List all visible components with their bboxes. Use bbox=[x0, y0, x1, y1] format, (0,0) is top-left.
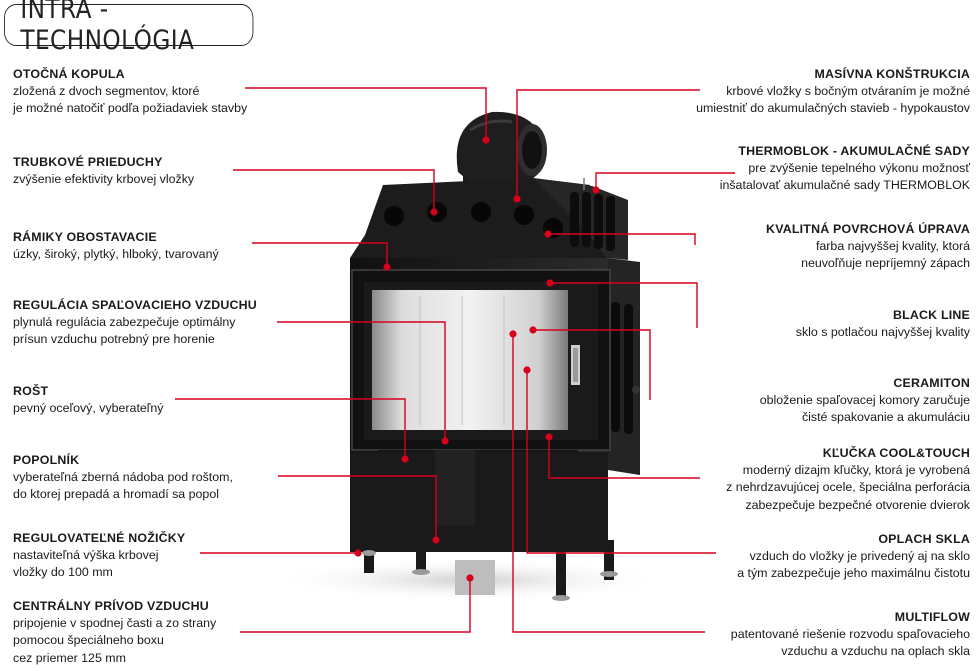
legs bbox=[362, 540, 618, 601]
feature-title: REGULOVATEĽNÉ NOŽIČKY bbox=[13, 531, 186, 545]
ashtray bbox=[435, 450, 475, 525]
feature-blackline: BLACK LINE sklo s potlačou najvyššej kva… bbox=[796, 307, 970, 341]
feature-title: POPOLNÍK bbox=[13, 453, 80, 467]
handle bbox=[571, 345, 580, 385]
feature-desc: patentované riešenie rozvodu spaľovacieh… bbox=[730, 627, 970, 642]
feature-title: RÁMIKY OBOSTAVACIE bbox=[13, 230, 157, 244]
feature-desc: je možné natočiť podľa požiadaviek stavb… bbox=[13, 101, 248, 116]
feature-desc: čisté spakovanie a akumuláciu bbox=[801, 410, 970, 425]
feature-regulacia: REGULÁCIA SPAĽOVACIEHO VZDUCHU plynulá r… bbox=[13, 297, 257, 349]
lower-body bbox=[350, 452, 608, 552]
feature-desc: vyberateľná zberná nádoba pod roštom, bbox=[13, 470, 233, 485]
feature-ramiky-obostavacie: RÁMIKY OBOSTAVACIE úzky, široký, plytký,… bbox=[13, 229, 219, 263]
feature-title: TRUBKOVÉ PRIEDUCHY bbox=[13, 155, 163, 169]
feature-desc: obloženie spaľovacej komory zaručuje bbox=[759, 393, 970, 408]
leader-dots bbox=[354, 136, 600, 582]
feature-otocna-kopula: OTOČNÁ KOPULA zložená z dvoch segmentov,… bbox=[13, 66, 247, 118]
feature-desc: zložená z dvoch segmentov, ktoré bbox=[13, 84, 200, 99]
feature-title: CERAMITON bbox=[893, 376, 970, 390]
feature-desc: vzduchu a vzduchu na oplach skla bbox=[781, 644, 970, 659]
feature-title: THERMOBLOK - AKUMULAČNÉ SADY bbox=[738, 144, 970, 158]
leader-lines bbox=[175, 87, 735, 633]
feature-title: REGULÁCIA SPAĽOVACIEHO VZDUCHU bbox=[13, 298, 257, 312]
feature-title: KĽUČKA COOL&TOUCH bbox=[822, 446, 970, 460]
central-air-duct bbox=[455, 560, 495, 595]
feature-klucka: KĽUČKA COOL&TOUCH moderný dizajm kľučky,… bbox=[726, 445, 970, 514]
feature-povrchova: KVALITNÁ POVRCHOVÁ ÚPRAVA farba najvyšše… bbox=[766, 221, 970, 273]
feature-title: ROŠT bbox=[13, 384, 49, 398]
thermoblok-fins bbox=[570, 178, 615, 251]
feature-desc: neuvoľňuje nepríjemný zápach bbox=[801, 256, 970, 271]
convection-holes bbox=[384, 202, 563, 238]
feature-desc: zvýšenie efektivity krbovej vložky bbox=[13, 172, 195, 187]
feature-desc: moderný dizajm kľučky, ktorá je vyrobená bbox=[742, 463, 970, 478]
hood-side bbox=[533, 178, 628, 260]
feature-desc: a tým zabezpečuje jeho maximálnu čistotu bbox=[737, 566, 970, 581]
feature-title: MULTIFLOW bbox=[894, 610, 970, 624]
feature-masivna: MASÍVNA KONŠTRUKCIA krbové vložky s bočn… bbox=[696, 66, 970, 118]
feature-title: KVALITNÁ POVRCHOVÁ ÚPRAVA bbox=[766, 222, 970, 236]
feature-desc: pre zvýšenie tepelného výkonu možnosť bbox=[748, 161, 970, 176]
feature-desc: zabezpečuje bezpečné otvorenie dvierok bbox=[745, 497, 970, 512]
feature-title: BLACK LINE bbox=[892, 308, 970, 322]
feature-desc: prísun vzduchu potrebný pre horenie bbox=[13, 332, 215, 347]
feature-desc: nastaviteľná výška krbovej bbox=[13, 548, 159, 563]
feature-desc: do ktorej prepadá a hromadí sa popol bbox=[13, 487, 219, 502]
feature-desc: cez priemer 125 mm bbox=[13, 650, 126, 665]
feature-title: OTOČNÁ KOPULA bbox=[13, 67, 125, 81]
feature-desc: pevný oceľový, vyberateľný bbox=[13, 401, 164, 416]
feature-title: OPLACH SKLA bbox=[878, 532, 970, 546]
feature-desc: umiestniť do akumulačných stavieb - hypo… bbox=[696, 101, 970, 116]
feature-popolnik: POPOLNÍK vyberateľná zberná nádoba pod r… bbox=[13, 452, 233, 504]
feature-desc: pomocou špeciálneho boxu bbox=[13, 633, 164, 648]
feature-privod: CENTRÁLNY PRÍVOD VZDUCHU pripojenie v sp… bbox=[13, 598, 216, 667]
glass bbox=[372, 290, 568, 430]
feature-trubkove-prieduchy: TRUBKOVÉ PRIEDUCHY zvýšenie efektivity k… bbox=[13, 154, 194, 188]
feature-nozicky: REGULOVATEĽNÉ NOŽIČKY nastaviteľná výška… bbox=[13, 530, 185, 582]
feature-title: CENTRÁLNY PRÍVOD VZDUCHU bbox=[13, 599, 209, 613]
feature-ceramiton: CERAMITON obloženie spaľovacej komory za… bbox=[760, 375, 970, 427]
ceramiton-panels bbox=[419, 296, 505, 425]
feature-desc: plynulá regulácia zabezpečuje optimálny bbox=[13, 315, 236, 330]
feature-desc: z nehrdzavujúcej ocele, špeciálna perfor… bbox=[726, 480, 970, 495]
feature-thermoblok: THERMOBLOK - AKUMULAČNÉ SADY pre zvýšeni… bbox=[720, 143, 970, 195]
feature-desc: vzduch do vložky je privedený aj na sklo bbox=[749, 549, 970, 564]
feature-desc: úzky, široký, plytký, hlboký, tvarovaný bbox=[13, 247, 219, 262]
feature-desc: pripojenie v spodnej časti a zo strany bbox=[13, 616, 217, 631]
feature-rost: ROŠT pevný oceľový, vyberateľný bbox=[13, 383, 164, 417]
feature-desc: krbové vložky s bočným otváraním je možn… bbox=[726, 84, 970, 99]
feature-multiflow: MULTIFLOW patentované riešenie rozvodu s… bbox=[731, 609, 970, 661]
feature-desc: inšatalovať akumulačné sady THERMOBLOK bbox=[719, 178, 970, 193]
feature-desc: farba najvyššej kvality, ktorá bbox=[815, 239, 970, 254]
feature-title: MASÍVNA KONŠTRUKCIA bbox=[814, 67, 970, 81]
feature-desc: sklo s potlačou najvyššej kvality bbox=[795, 325, 970, 340]
feature-desc: vložky do 100 mm bbox=[13, 565, 113, 580]
feature-oplach: OPLACH SKLA vzduch do vložky je priveden… bbox=[737, 531, 970, 583]
